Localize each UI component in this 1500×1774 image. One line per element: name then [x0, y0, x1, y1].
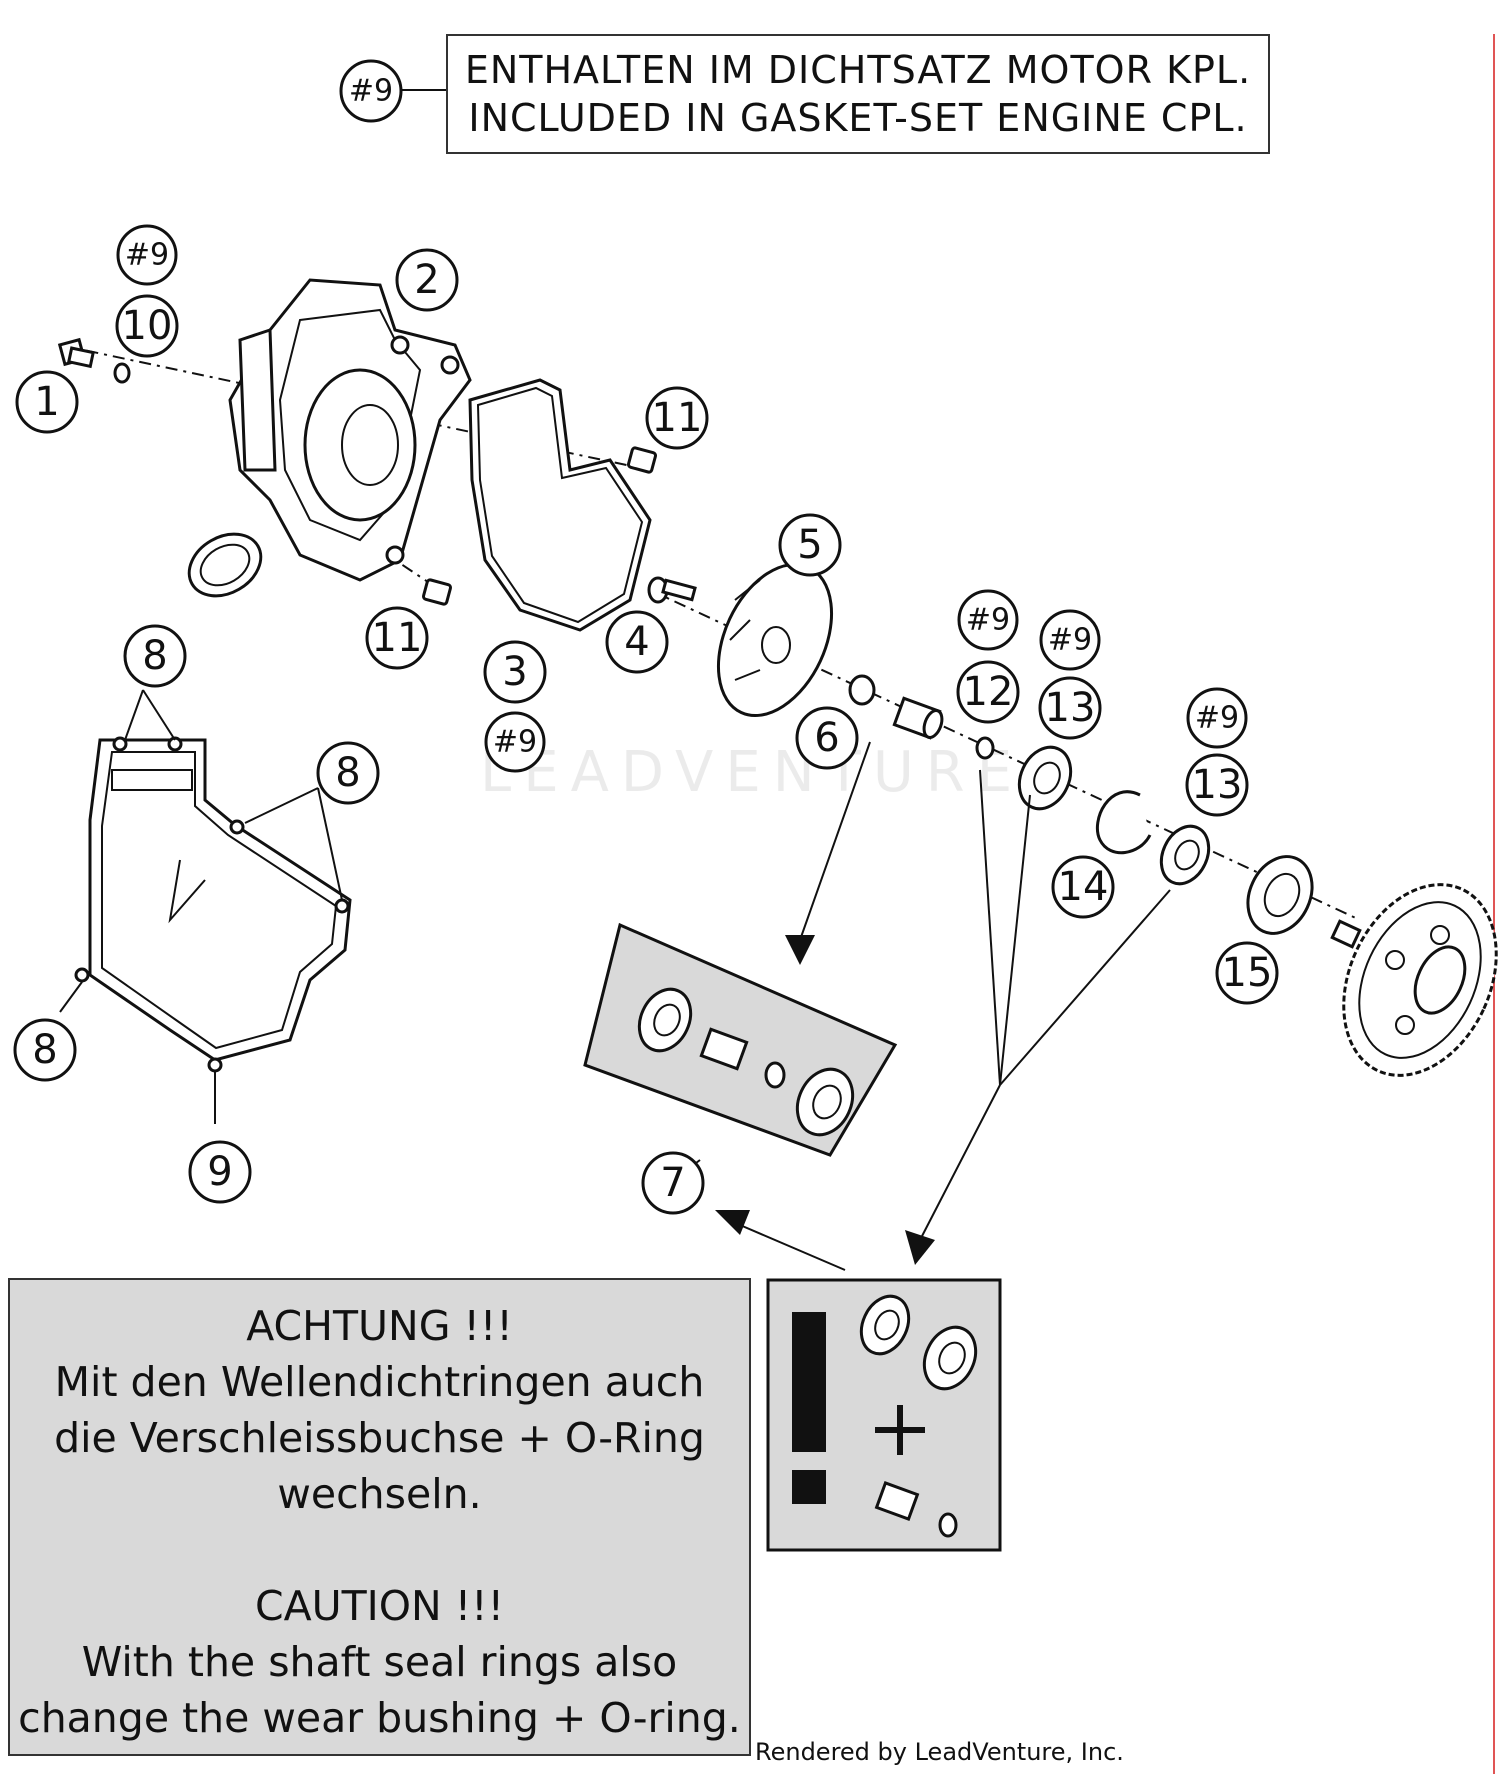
callout-part-9: 9: [188, 1140, 252, 1204]
callout-part-8-right: 8: [316, 741, 380, 805]
svg-text:5: 5: [797, 522, 822, 568]
cover-outline-gasket: [74, 736, 352, 1073]
washer-part-10: [113, 362, 131, 384]
callout-part-11-bottom: 11: [365, 606, 429, 670]
callout-part-8-left: 8: [13, 1018, 77, 1082]
callout-part-12: 12: [956, 660, 1020, 724]
right-edge-line: [1493, 34, 1495, 1774]
callout-part-3: 3: [483, 640, 547, 704]
svg-text:9: 9: [207, 1149, 232, 1195]
circlip-part-14: [1095, 790, 1152, 855]
svg-text:2: 2: [414, 257, 439, 303]
gasket-set-note: ENTHALTEN IM DICHTSATZ MOTOR KPL. INCLUD…: [446, 34, 1270, 154]
pump-cover-part-2: [187, 278, 472, 598]
svg-text:11: 11: [372, 615, 423, 661]
callout-part-13-a: 13: [1038, 676, 1102, 740]
warning-box: [766, 1278, 1002, 1552]
callout-part-1: 1: [15, 370, 79, 434]
watermark: LEADVENTURE: [480, 740, 1025, 805]
svg-text:#9: #9: [1195, 701, 1239, 736]
svg-text:8: 8: [142, 633, 167, 679]
impeller-screw-part-4: [647, 576, 697, 604]
callout-part-11-top: 11: [645, 386, 709, 450]
svg-text:15: 15: [1222, 950, 1273, 996]
callout-part-5: 5: [778, 513, 842, 577]
svg-text:7: 7: [660, 1160, 685, 1206]
screw-part-1: [57, 337, 95, 369]
callout-part-2: 2: [395, 248, 459, 312]
gasket-note-line-en: INCLUDED IN GASKET-SET ENGINE CPL.: [468, 96, 1248, 140]
svg-text:3: 3: [502, 649, 527, 695]
gasket-note-line-de: ENTHALTEN IM DICHTSATZ MOTOR KPL.: [464, 48, 1252, 92]
callout-part-13-b: 13: [1185, 753, 1249, 817]
washer-part-6: [848, 674, 876, 706]
callout-part-15: 15: [1215, 941, 1279, 1005]
render-credit: Rendered by LeadVenture, Inc.: [755, 1738, 1124, 1766]
svg-text:11: 11: [652, 395, 703, 441]
svg-text:#9: #9: [125, 238, 169, 273]
dowel-part-11-bottom: [421, 578, 453, 606]
svg-text:4: 4: [624, 619, 649, 665]
svg-text:1: 1: [34, 379, 59, 425]
svg-text:14: 14: [1058, 864, 1109, 910]
svg-text:8: 8: [32, 1027, 57, 1073]
shaft-seal-part-13-b: [1159, 824, 1211, 886]
callout-tag-9-part-13-a: #9: [1039, 609, 1101, 671]
callout-part-7: 7: [641, 1151, 705, 1215]
callout-tag-9-part-12: #9: [957, 589, 1019, 651]
caution-line-de-1: Mit den Wellendichtringen auch: [54, 1358, 705, 1406]
callout-tag-9-part-13-b: #9: [1186, 687, 1248, 749]
caution-line-de-2: die Verschleissbuchse + O-Ring: [54, 1414, 705, 1462]
callout-part-8-top: 8: [123, 624, 187, 688]
caution-line-en-2: change the wear bushing + O-ring.: [18, 1694, 741, 1742]
svg-text:10: 10: [122, 303, 173, 349]
callout-part-14: 14: [1051, 855, 1115, 919]
drive-gear: [1330, 883, 1498, 1077]
o-ring-part-12: [975, 736, 995, 760]
bearing-part-15: [1246, 855, 1314, 935]
caution-title-en: CAUTION !!!: [254, 1582, 505, 1630]
shaft-seal-part-13-a: [1017, 745, 1073, 811]
svg-text:#9: #9: [349, 74, 393, 109]
callout-tag-9-part-3: #9: [484, 711, 546, 773]
dowel-part-11-top: [626, 446, 658, 474]
svg-text:#9: #9: [966, 603, 1010, 638]
svg-text:8: 8: [335, 750, 360, 796]
svg-text:13: 13: [1045, 685, 1096, 731]
callout-tag-9-part-10: #9: [116, 224, 178, 286]
svg-text:6: 6: [814, 715, 839, 761]
svg-text:12: 12: [963, 669, 1014, 715]
seal-kit-box-part-7: [583, 922, 898, 1157]
caution-line-de-3: wechseln.: [277, 1470, 482, 1518]
gasket-part-3: [468, 378, 652, 632]
caution-title-de: ACHTUNG !!!: [246, 1302, 513, 1350]
callout-part-4: 4: [605, 610, 669, 674]
callout-part-6: 6: [795, 706, 859, 770]
svg-text:13: 13: [1192, 762, 1243, 808]
svg-text:#9: #9: [493, 725, 537, 760]
caution-note: ACHTUNG !!! Mit den Wellendichtringen au…: [8, 1278, 751, 1756]
impeller-part-5: [716, 562, 834, 718]
caution-line-en-1: With the shaft seal rings also: [81, 1638, 678, 1686]
wear-bushing: [892, 696, 944, 740]
axis-line-shaft: [649, 589, 1361, 921]
callout-tag-9-header: #9: [339, 59, 403, 123]
svg-text:#9: #9: [1048, 623, 1092, 658]
callout-part-10: 10: [115, 294, 179, 358]
